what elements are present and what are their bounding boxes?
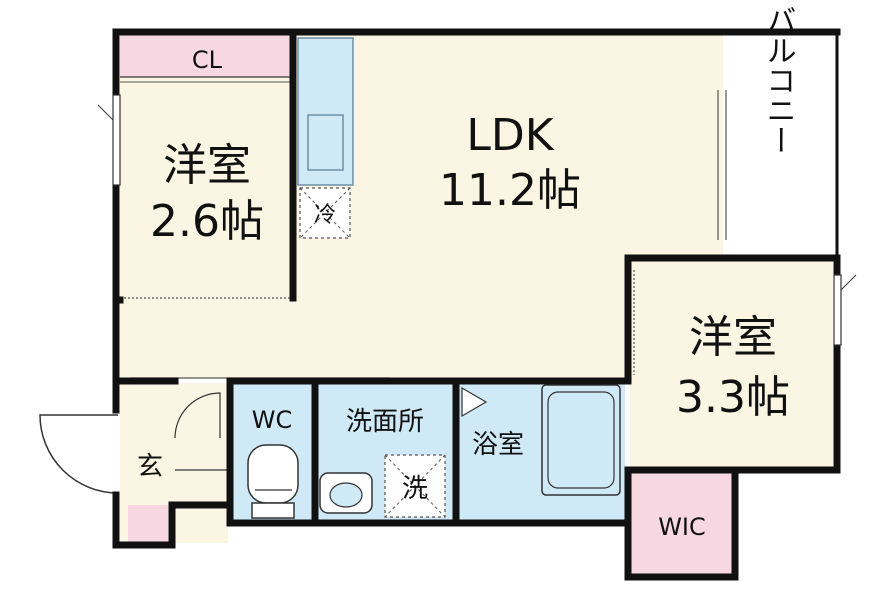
wic-floor <box>630 472 733 575</box>
ldk-name: LDK <box>466 110 554 161</box>
entrance-door-swing <box>39 414 119 494</box>
balcony-floor <box>723 35 833 245</box>
toilet-tank <box>247 444 299 504</box>
western-room-1-floor <box>120 35 293 298</box>
entrance-label: 玄 <box>137 452 163 482</box>
toilet-bowl <box>251 502 295 519</box>
wic-label: WIC <box>658 513 706 541</box>
western-room-1-name: 洋室 <box>163 140 251 191</box>
washroom-label: 洗面所 <box>346 407 424 437</box>
ldk-floor-lower <box>120 298 630 378</box>
western-room-2-name: 洋室 <box>689 312 777 363</box>
window-room1-tick <box>97 104 114 121</box>
western-room-2-floor <box>630 260 833 470</box>
bath-door-mark <box>461 386 488 418</box>
bathtub-inner <box>547 391 615 489</box>
closet-floor <box>120 35 293 77</box>
sink <box>307 114 344 171</box>
bathroom-label: 浴室 <box>472 430 524 460</box>
ldk-size: 11.2帖 <box>439 165 581 216</box>
fridge-label: 冷 <box>314 203 336 228</box>
shoe-storage <box>128 505 168 543</box>
window-room2-tick <box>840 274 857 291</box>
window-room1 <box>112 94 121 186</box>
toilet-label: WC <box>252 406 293 434</box>
western-room-2-size: 3.3帖 <box>676 372 790 423</box>
window-room2 <box>833 274 842 346</box>
basin-bowl <box>329 482 363 508</box>
inner-door-swing <box>174 392 221 439</box>
fridge-space <box>299 187 351 239</box>
western-room-1-size: 2.6帖 <box>150 196 264 247</box>
washer-cross-2 <box>384 454 446 518</box>
closet-label: CL <box>192 46 223 74</box>
balcony-label: バルコニー <box>761 5 796 155</box>
washer-label: 洗 <box>402 474 428 504</box>
